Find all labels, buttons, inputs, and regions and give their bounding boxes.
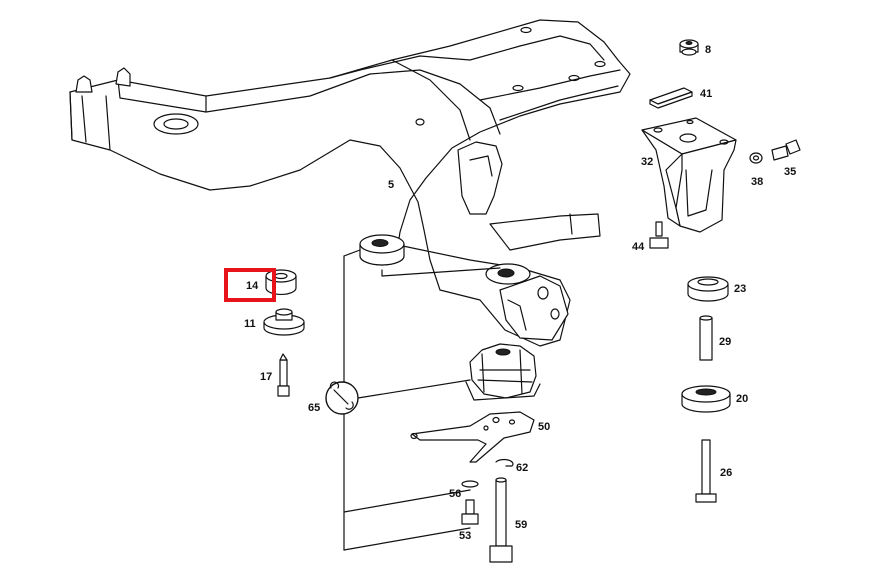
label-14[interactable]: 14 (246, 280, 259, 292)
label-56[interactable]: 56 (449, 488, 461, 500)
bracket-part-50[interactable] (410, 411, 535, 463)
subframe-part-5[interactable] (69, 19, 631, 347)
label-50[interactable]: 50 (538, 421, 550, 433)
wrench-icon (325, 381, 359, 415)
part-53-bolt[interactable] (461, 499, 479, 525)
part-41-wedge[interactable] (649, 87, 693, 109)
part-38-washer[interactable] (749, 152, 763, 164)
part-8-bush[interactable] (679, 39, 699, 56)
part-59-bolt[interactable] (489, 477, 513, 563)
label-32[interactable]: 32 (641, 156, 653, 168)
label-23[interactable]: 23 (734, 283, 746, 295)
part-17-bolt[interactable] (277, 353, 290, 397)
part-23-rubber[interactable] (687, 276, 729, 302)
label-44[interactable]: 44 (632, 241, 645, 253)
kit-bracket-lines (343, 249, 471, 551)
label-8[interactable]: 8 (705, 44, 711, 56)
label-41[interactable]: 41 (700, 88, 712, 100)
part-62-clip[interactable] (495, 458, 514, 467)
label-62[interactable]: 62 (516, 462, 528, 474)
hydro-mount[interactable] (465, 343, 541, 401)
label-38[interactable]: 38 (751, 176, 763, 188)
rubber-mount-upper[interactable] (359, 234, 405, 266)
highlight-box-14 (224, 268, 276, 302)
label-29[interactable]: 29 (719, 336, 731, 348)
label-35[interactable]: 35 (784, 166, 796, 178)
part-56-washer[interactable] (461, 480, 479, 488)
part-29-sleeve[interactable] (699, 315, 713, 361)
label-17[interactable]: 17 (260, 371, 272, 383)
part-20-rubber[interactable] (681, 385, 731, 413)
part-44-bolt[interactable] (649, 221, 669, 249)
label-20[interactable]: 20 (736, 393, 748, 405)
part-14-washer[interactable] (265, 269, 297, 295)
label-11[interactable]: 11 (244, 318, 256, 330)
part-35-bolt[interactable] (771, 139, 801, 161)
label-53[interactable]: 53 (459, 530, 471, 542)
label-5[interactable]: 5 (388, 179, 394, 191)
part-11-bushing[interactable] (263, 308, 305, 336)
label-26[interactable]: 26 (720, 467, 732, 479)
part-26-bolt[interactable] (695, 439, 717, 503)
part-32-bracket[interactable] (641, 117, 737, 233)
label-59[interactable]: 59 (515, 519, 527, 531)
label-65[interactable]: 65 (308, 402, 320, 414)
